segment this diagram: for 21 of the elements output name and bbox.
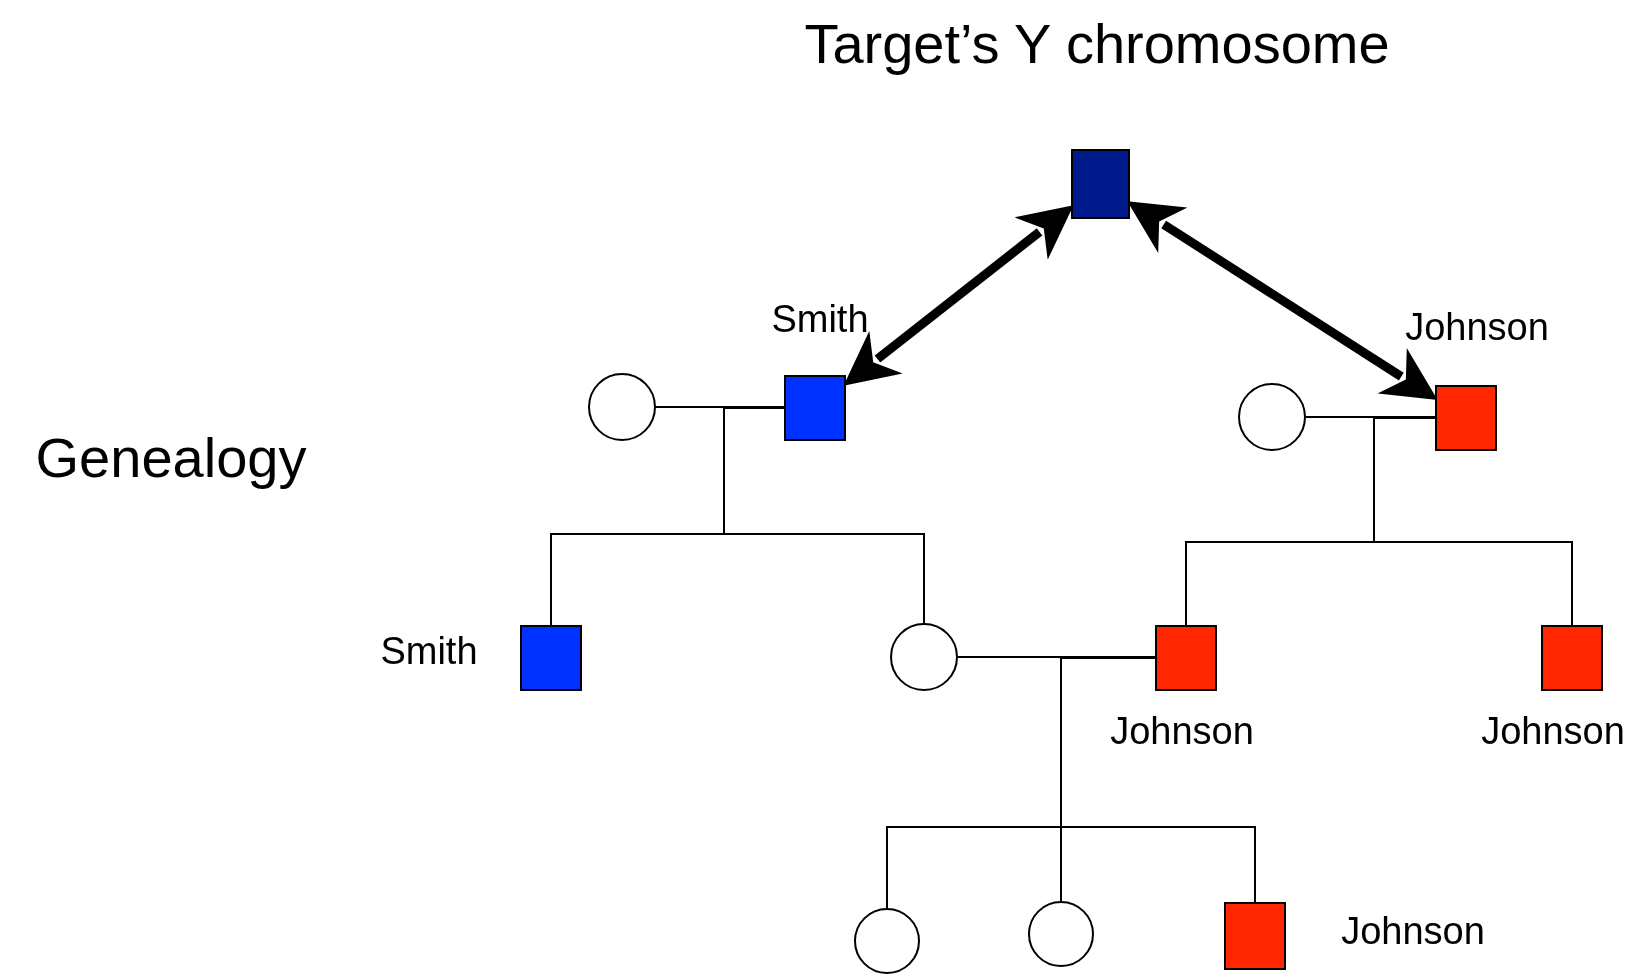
- surname-label: Johnson: [1341, 911, 1485, 953]
- surname-label: Smith: [771, 299, 869, 341]
- surname-label: Johnson: [1110, 711, 1254, 753]
- male-square: [1541, 625, 1603, 691]
- descent-line: [723, 407, 925, 624]
- descent-line: [1373, 417, 1573, 626]
- male-square: [1071, 149, 1130, 219]
- surname-label: Smith: [380, 631, 478, 673]
- male-square: [1435, 385, 1497, 451]
- marriage-line: [957, 656, 1156, 658]
- descent-line: [1060, 657, 1256, 903]
- male-square: [1155, 625, 1217, 691]
- marriage-line: [655, 406, 785, 408]
- male-square: [520, 625, 582, 691]
- side-heading: Genealogy: [35, 427, 307, 489]
- title: Target’s Y chromosome: [804, 13, 1390, 75]
- surname-label: Johnson: [1405, 307, 1549, 349]
- male-square: [1224, 902, 1286, 970]
- male-square: [784, 375, 846, 441]
- surname-label: Johnson: [1481, 711, 1625, 753]
- marriage-line: [1305, 416, 1436, 418]
